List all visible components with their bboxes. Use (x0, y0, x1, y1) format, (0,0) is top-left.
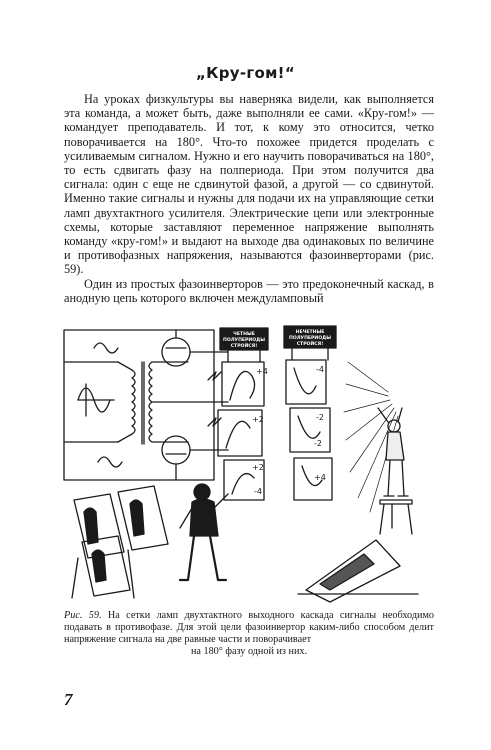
sign-odd-halfperiods (283, 325, 337, 361)
man-center (178, 483, 229, 582)
man-on-stool (377, 407, 413, 535)
card-mark-plus-2: +2 (252, 415, 264, 424)
halfperiod-cards (217, 359, 333, 501)
sign-left-line-3: СТРОЙСЯ! (231, 341, 258, 349)
card-mark-minus-1: -4 (316, 365, 324, 374)
figure-caption: Рис. 59. На сетки ламп двухтактного выхо… (64, 610, 434, 658)
section-title: „Кру-гом!“ (196, 64, 295, 82)
paragraph-2: Один из простых фазоинверторов — это пре… (64, 276, 434, 305)
phase-inverter-drawing: ЧЕТНЫЕ ПОЛУПЕРИОДЫ СТРОЙСЯ! НЕЧЕТНЫЕ ПОЛ… (63, 325, 419, 603)
sign-left-line-1: ЧЕТНЫЕ (233, 331, 255, 337)
sign-right-line-2: ПОЛУПЕРИОДЫ (289, 335, 331, 341)
sign-left-line-2: ПОЛУПЕРИОДЫ (223, 337, 265, 343)
sign-right-line-3: СТРОЙСЯ! (297, 339, 324, 347)
body-text: На уроках физкультуры вы наверняка видел… (64, 92, 434, 305)
caption-label: Рис. 59. (64, 610, 102, 621)
card-mark-plus-3: +2 (252, 463, 264, 472)
card-mark-plus-4: +4 (314, 473, 326, 482)
circuit-schematic (63, 329, 229, 481)
caption-last-line: на 180° фазу одной из них. (190, 646, 308, 657)
figure-59-illustration: ЧЕТНЫЕ ПОЛУПЕРИОДЫ СТРОЙСЯ! НЕЧЕТНЫЕ ПОЛ… (58, 322, 436, 604)
fallen-board (297, 539, 419, 603)
card-mark-plus-1: +4 (256, 367, 268, 376)
sign-right-line-1: НЕЧЕТНЫЕ (296, 329, 325, 335)
card-mark-minus-2: -2 (316, 413, 324, 422)
sign-even-halfperiods (219, 327, 269, 363)
easels (71, 485, 169, 599)
caption-text: На сетки ламп двухтактного выходного кас… (64, 610, 434, 645)
paragraph-1: На уроках физкультуры вы наверняка видел… (64, 92, 434, 277)
card-mark-minus-3: -2 (314, 439, 322, 448)
page-number: 7 (64, 690, 73, 709)
card-mark-minus-4: -4 (254, 487, 262, 496)
